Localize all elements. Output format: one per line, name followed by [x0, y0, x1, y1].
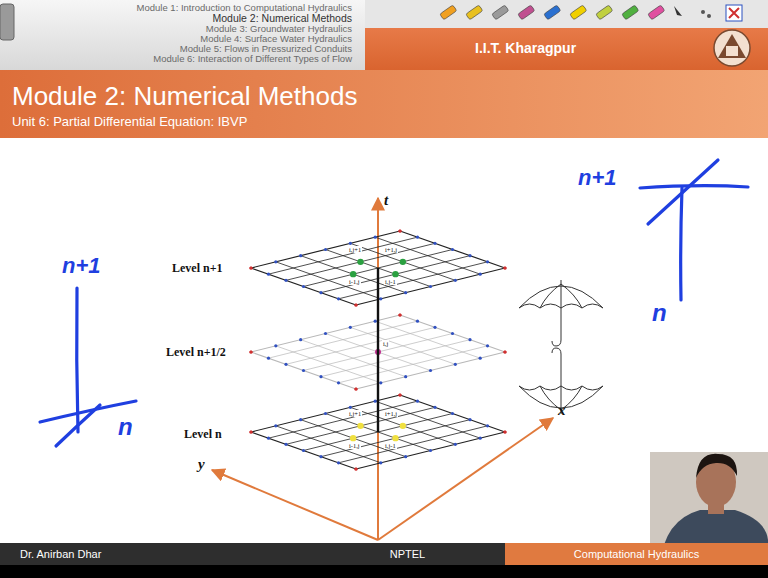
- band-text: Computational Hydraulics: [574, 548, 699, 560]
- level-label: Level n+1/2: [166, 346, 226, 359]
- band-text: I.I.T. Kharagpur: [475, 41, 576, 56]
- grid-point-label: i,j-1: [384, 442, 397, 449]
- module-item: Module 5: Flows in Pressurized Conduits: [180, 44, 352, 54]
- module-item-current: Module 2: Numerical Methods: [213, 13, 352, 25]
- grid-point-label: i-1,j: [348, 278, 361, 285]
- footer-course: Computational Hydraulics: [505, 543, 768, 565]
- header-band: I.I.T. Kharagpur: [365, 28, 768, 70]
- bottom-bar: [0, 565, 768, 578]
- module-item: Module 3: Groundwater Hydraulics: [206, 24, 352, 34]
- grid-point-label: i,j-1: [384, 278, 397, 285]
- hand-note: n+1: [578, 166, 617, 190]
- grid-point-label: i,j+1: [348, 246, 362, 253]
- footer-author: Dr. Anirban Dhar: [0, 543, 300, 565]
- hand-note: n: [118, 414, 133, 440]
- module-item: Module 4: Surface Water Hydraulics: [200, 34, 352, 44]
- band-text: NPTEL: [390, 548, 425, 560]
- hand-note: n+1: [62, 254, 101, 278]
- footer-source: NPTEL: [300, 543, 505, 565]
- slide-title: Module 2: Numerical Methods: [12, 82, 357, 111]
- umbrella-icon: [519, 280, 603, 346]
- slide-subtitle: Unit 6: Partial Differential Equation: I…: [12, 115, 247, 129]
- axis-label: x: [558, 402, 566, 419]
- institute-logo: [714, 30, 750, 66]
- institute-logo: [710, 26, 754, 70]
- module-item: Module 1: Introduction to Computational …: [137, 3, 352, 13]
- module-item: Module 6: Interaction of Different Types…: [153, 54, 352, 64]
- level-label: Level n+1: [172, 262, 223, 275]
- header-ground: [0, 0, 768, 70]
- grid-point-label: i+1,j: [384, 410, 398, 417]
- title-band: [0, 70, 768, 138]
- grid-point-label: i+1,j: [384, 246, 398, 253]
- band-text: Dr. Anirban Dhar: [20, 548, 101, 560]
- grid-point-label: i-1,j: [348, 442, 361, 449]
- hand-note: n: [652, 300, 667, 326]
- hand-annotation: [40, 160, 748, 446]
- slide-ground: [0, 0, 768, 565]
- level-label: Level n: [184, 428, 222, 441]
- axis-label: t: [384, 192, 388, 209]
- stencil-illustration: [212, 198, 603, 540]
- toolbar-strip: [365, 0, 768, 28]
- logo-tab: [0, 4, 14, 40]
- axis-label: y: [198, 456, 205, 473]
- grid-point-label: i,j: [382, 340, 389, 347]
- toolbar-icons: [440, 5, 742, 21]
- grid-point-label: i,j+1: [348, 410, 362, 417]
